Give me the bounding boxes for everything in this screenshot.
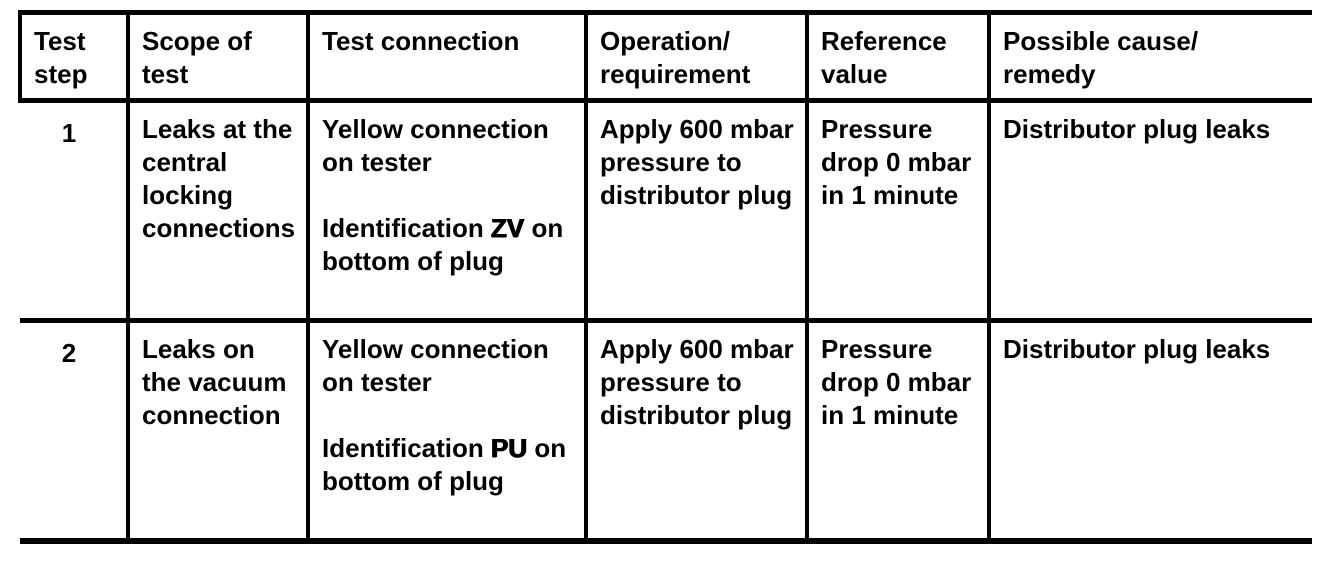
cell-possible-cause: Distributor plug leaks	[987, 320, 1312, 541]
cause-text: Distributor plug leaks	[1003, 114, 1271, 144]
cell-test-step: 1	[20, 101, 128, 321]
test-step-number: 2	[61, 338, 77, 368]
identification-code: ZV	[491, 213, 525, 243]
cell-possible-cause: Distributor plug leaks	[987, 100, 1312, 321]
reference-text: Pressure drop 0 mbar in 1 minute	[821, 334, 972, 430]
header-test-connection: Test connection	[306, 12, 586, 101]
scope-text: Leaks on the vacuum connection	[142, 334, 287, 430]
cell-test-connection: Yellow connection on tester Identificati…	[306, 100, 586, 321]
table-row: 2 Leaks on the vacuum connection Yellow …	[20, 320, 1312, 541]
identification-suffix: on bottom of plug	[322, 213, 564, 276]
cause-text: Distributor plug leaks	[1003, 334, 1271, 364]
identification-prefix: Identification	[322, 213, 491, 243]
header-scope-of-test: Scope of test	[126, 12, 308, 101]
header-label: Test step	[34, 26, 88, 89]
cell-operation-requirement: Apply 600 mbar pressure to distributor p…	[584, 100, 807, 321]
test-step-number: 1	[61, 118, 77, 148]
header-operation-requirement: Operation/ requirement	[584, 12, 807, 101]
header-reference-value: Reference value	[805, 12, 989, 101]
test-procedure-table: Test step Scope of test Test connection …	[18, 10, 1312, 544]
operation-text: Apply 600 mbar pressure to distributor p…	[600, 334, 794, 430]
cell-test-connection: Yellow connection on tester Identificati…	[306, 320, 586, 541]
reference-text: Pressure drop 0 mbar in 1 minute	[821, 114, 972, 210]
connection-text: Yellow connection on tester	[322, 334, 549, 397]
header-label: Operation/ requirement	[600, 26, 751, 89]
cell-reference-value: Pressure drop 0 mbar in 1 minute	[805, 320, 989, 541]
connection-text: Yellow connection on tester	[322, 114, 549, 177]
operation-text: Apply 600 mbar pressure to distributor p…	[600, 114, 794, 210]
header-label: Scope of test	[142, 26, 252, 89]
connection-identification: Identification PU on bottom of plug	[322, 432, 576, 498]
cell-scope-of-test: Leaks at the central locking connections	[126, 100, 308, 321]
identification-code: PU	[491, 433, 528, 463]
header-label: Reference value	[821, 26, 947, 89]
cell-scope-of-test: Leaks on the vacuum connection	[126, 320, 308, 541]
identification-suffix: on bottom of plug	[322, 433, 567, 496]
cell-operation-requirement: Apply 600 mbar pressure to distributor p…	[584, 320, 807, 541]
cell-test-step: 2	[20, 321, 128, 541]
header-label: Test connection	[322, 26, 520, 56]
header-possible-cause-remedy: Possible cause/ remedy	[987, 12, 1312, 101]
table-row: 1 Leaks at the central locking connectio…	[20, 100, 1312, 321]
header-test-step: Test step	[18, 12, 128, 101]
cell-reference-value: Pressure drop 0 mbar in 1 minute	[805, 100, 989, 321]
table-header-row: Test step Scope of test Test connection …	[18, 12, 1312, 101]
connection-identification: Identification ZV on bottom of plug	[322, 212, 576, 278]
header-label: Possible cause/ remedy	[1003, 26, 1199, 89]
identification-prefix: Identification	[322, 433, 491, 463]
scope-text: Leaks at the central locking connections	[142, 114, 296, 243]
